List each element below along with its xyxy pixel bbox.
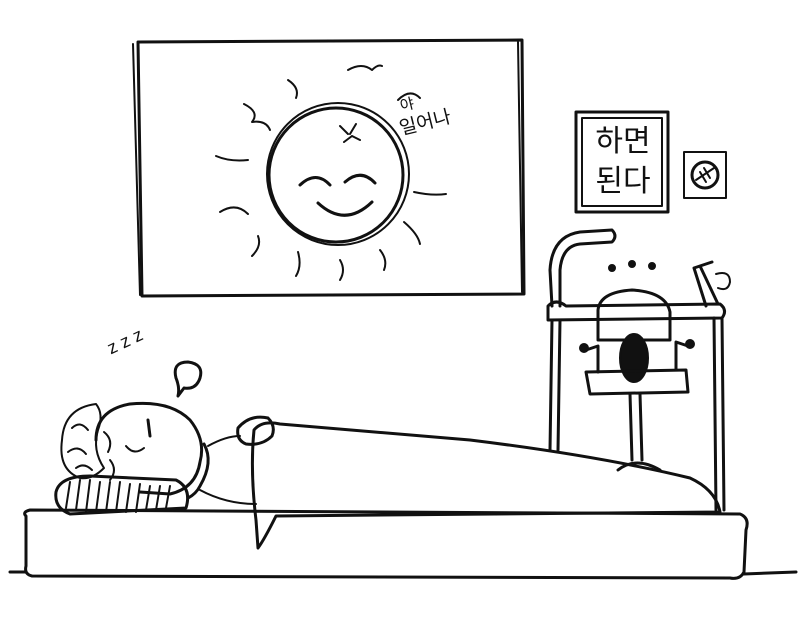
motto-frame <box>574 110 670 214</box>
motto-text: 하면 된다 <box>595 125 651 198</box>
sun-left-eye <box>298 176 332 187</box>
person-hand <box>236 415 275 446</box>
ellipsis-dots <box>608 260 656 272</box>
chair <box>579 288 695 472</box>
person-head <box>94 401 204 496</box>
chair-back-pad <box>619 333 649 383</box>
floor-line <box>8 570 798 576</box>
mattress <box>23 508 749 580</box>
desk-lamp <box>548 228 617 308</box>
thought-bubble <box>173 360 203 398</box>
sun-smile <box>316 200 374 217</box>
person-eye <box>146 418 152 438</box>
person-hair <box>60 403 105 480</box>
sun-poster <box>132 38 526 298</box>
desk <box>546 228 731 512</box>
leaf-badge <box>683 151 727 199</box>
pillow <box>54 474 190 516</box>
sleeping-person <box>60 401 275 505</box>
sun-right-eye <box>343 173 377 185</box>
blanket <box>250 421 722 550</box>
